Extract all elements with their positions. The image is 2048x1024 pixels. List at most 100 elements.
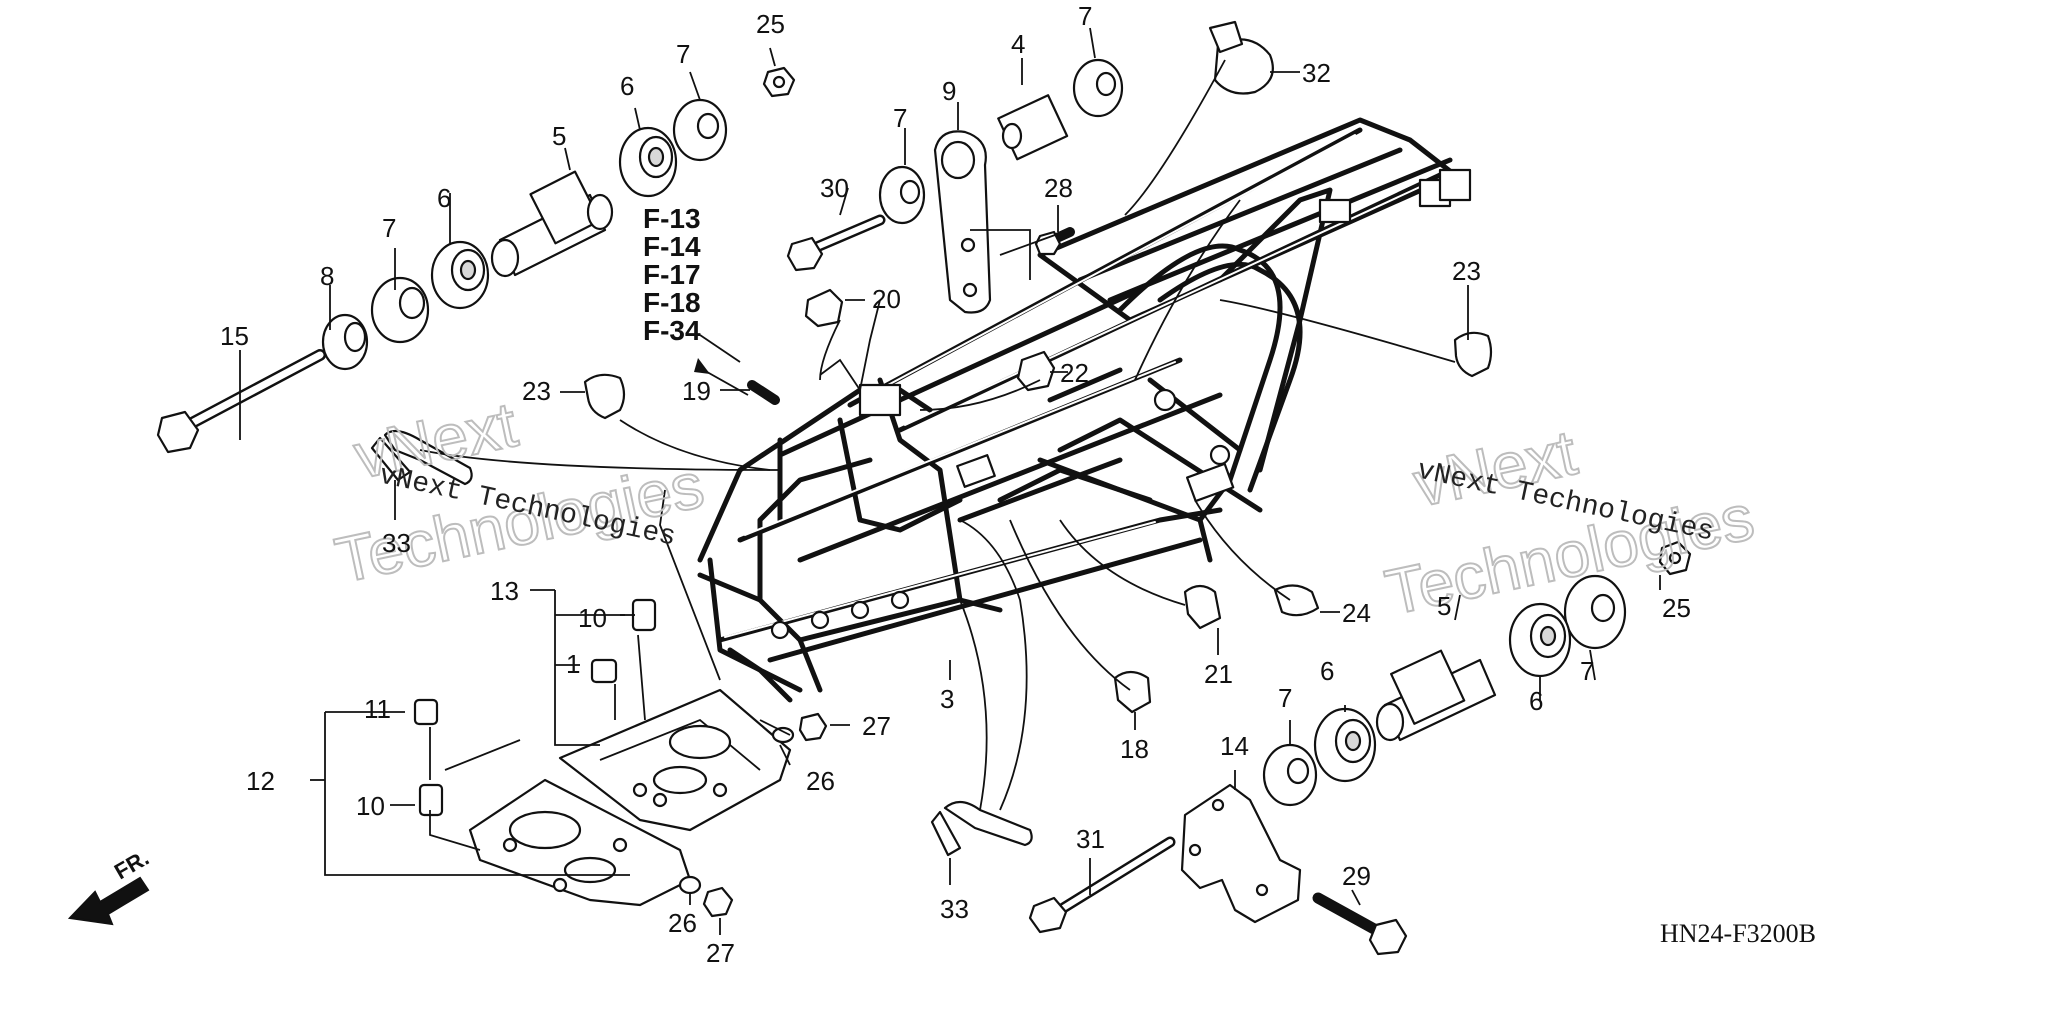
- callout-14: 14: [1220, 731, 1249, 761]
- leader-lines: [239, 27, 1661, 935]
- callout-6-right-low: 6: [1320, 656, 1334, 686]
- callout-10-lower: 10: [356, 791, 385, 821]
- callout-29: 29: [1342, 861, 1371, 891]
- callout-25-top: 25: [756, 9, 785, 39]
- rubber-7-right-low: [1262, 743, 1318, 807]
- callout-3: 3: [940, 684, 954, 714]
- callout-7-left-high: 7: [676, 39, 690, 69]
- callout-5-right: 5: [1437, 591, 1451, 621]
- callout-22: 22: [1060, 358, 1089, 388]
- bearing-6-left-low: [430, 240, 490, 310]
- callout-25-right: 25: [1662, 593, 1691, 623]
- callout-9: 9: [942, 76, 956, 106]
- diagram-code: HN24-F3200B: [1660, 919, 1816, 948]
- clip-23-left: [583, 373, 626, 420]
- callout-33-left: 33: [382, 528, 411, 558]
- nut-25-top: [762, 66, 796, 98]
- cap-11: [413, 698, 439, 726]
- nut-25-right: [1658, 540, 1692, 576]
- callout-32: 32: [1302, 58, 1331, 88]
- callout-28: 28: [1044, 173, 1073, 203]
- callout-20: 20: [872, 284, 901, 314]
- callout-24: 24: [1342, 598, 1371, 628]
- cap-1: [590, 658, 618, 684]
- arm-9: [933, 130, 992, 314]
- callout-23-left: 23: [522, 376, 551, 406]
- band-33-bottom: [930, 800, 1033, 857]
- reference-item: F-18: [643, 287, 701, 318]
- callout-31: 31: [1076, 824, 1105, 854]
- bolt-19: [747, 380, 780, 405]
- clip-23-right: [1453, 331, 1493, 378]
- callout-5-left: 5: [552, 121, 566, 151]
- callout-7-left-low: 7: [382, 213, 396, 243]
- callout-18: 18: [1120, 734, 1149, 764]
- bracket-14: [1180, 783, 1302, 924]
- washer-26-lower: [678, 875, 702, 895]
- callout-15: 15: [220, 321, 249, 351]
- skid-plate-13: [558, 688, 792, 832]
- spindle-5-left: [490, 170, 614, 278]
- callout-6-right-high: 6: [1529, 686, 1543, 716]
- front-direction-arrow: FR.: [67, 845, 153, 926]
- front-direction-label: FR.: [110, 845, 153, 884]
- callout-33-bottom: 33: [940, 894, 969, 924]
- callout-6-left-low: 6: [437, 183, 451, 213]
- reference-item: F-34: [643, 315, 701, 346]
- bolt-27-lower: [702, 886, 734, 918]
- bearing-6-right-low: [1313, 707, 1377, 783]
- collar-8: [321, 313, 369, 371]
- reference-item: F-17: [643, 259, 701, 290]
- skid-plate-12: [468, 778, 692, 907]
- callout-11: 11: [364, 694, 391, 724]
- callout-26-upper: 26: [806, 766, 835, 796]
- callout-30: 30: [820, 173, 849, 203]
- clip-21: [1183, 584, 1222, 630]
- callout-4: 4: [1011, 29, 1025, 59]
- rubber-7-right-high: [1563, 574, 1627, 650]
- clip-18: [1113, 670, 1152, 714]
- callout-7-right-low: 7: [1278, 683, 1292, 713]
- callout-8: 8: [320, 261, 334, 291]
- callout-10-upper: 10: [578, 603, 607, 633]
- bolt-31: [1028, 836, 1176, 934]
- callout-13: 13: [490, 576, 519, 606]
- rubber-7-left-low: [370, 276, 430, 344]
- watermark-left: vNext Technologies: [328, 387, 710, 598]
- clip-20: [804, 288, 844, 328]
- bolt-29: [1312, 892, 1408, 956]
- rubber-7-left-high: [672, 98, 728, 162]
- bolt-28: [1034, 227, 1075, 256]
- clip-22: [1016, 350, 1056, 392]
- callout-7-center: 7: [893, 103, 907, 133]
- bolt-30: [786, 214, 886, 272]
- callout-numbers: 1 3 4 5 5 6 6 6 6 7 7 7 7 7 7 8 9 10 10 …: [220, 1, 1691, 968]
- callout-27-lower: 27: [706, 938, 735, 968]
- cap-10-lower: [418, 783, 444, 817]
- rubber-7-center: [878, 165, 926, 225]
- clamp-32: [1208, 20, 1274, 95]
- callout-27-upper: 27: [862, 711, 891, 741]
- cap-10-upper: [631, 598, 657, 632]
- band-33-left: [370, 429, 473, 486]
- callout-23-right: 23: [1452, 256, 1481, 286]
- bearing-6-right-high: [1508, 602, 1572, 678]
- reference-item: F-14: [643, 231, 701, 262]
- washer-26-upper: [771, 726, 795, 744]
- callout-1: 1: [566, 649, 580, 679]
- reference-list: F-13 F-14 F-17 F-18 F-34: [643, 203, 749, 396]
- left-bolt-15: [156, 349, 326, 454]
- callout-7-right-high: 7: [1580, 656, 1594, 686]
- reference-item: F-13: [643, 203, 701, 234]
- callout-6-left-high: 6: [620, 71, 634, 101]
- spindle-5-right: [1375, 649, 1497, 742]
- clip-24: [1273, 584, 1320, 617]
- callout-21: 21: [1204, 659, 1233, 689]
- callout-19: 19: [682, 376, 711, 406]
- spindle-4: [997, 94, 1069, 161]
- callout-12: 12: [246, 766, 275, 796]
- rubber-7-top: [1072, 58, 1124, 118]
- bearing-6-left-high: [618, 126, 678, 198]
- callout-26-lower: 26: [668, 908, 697, 938]
